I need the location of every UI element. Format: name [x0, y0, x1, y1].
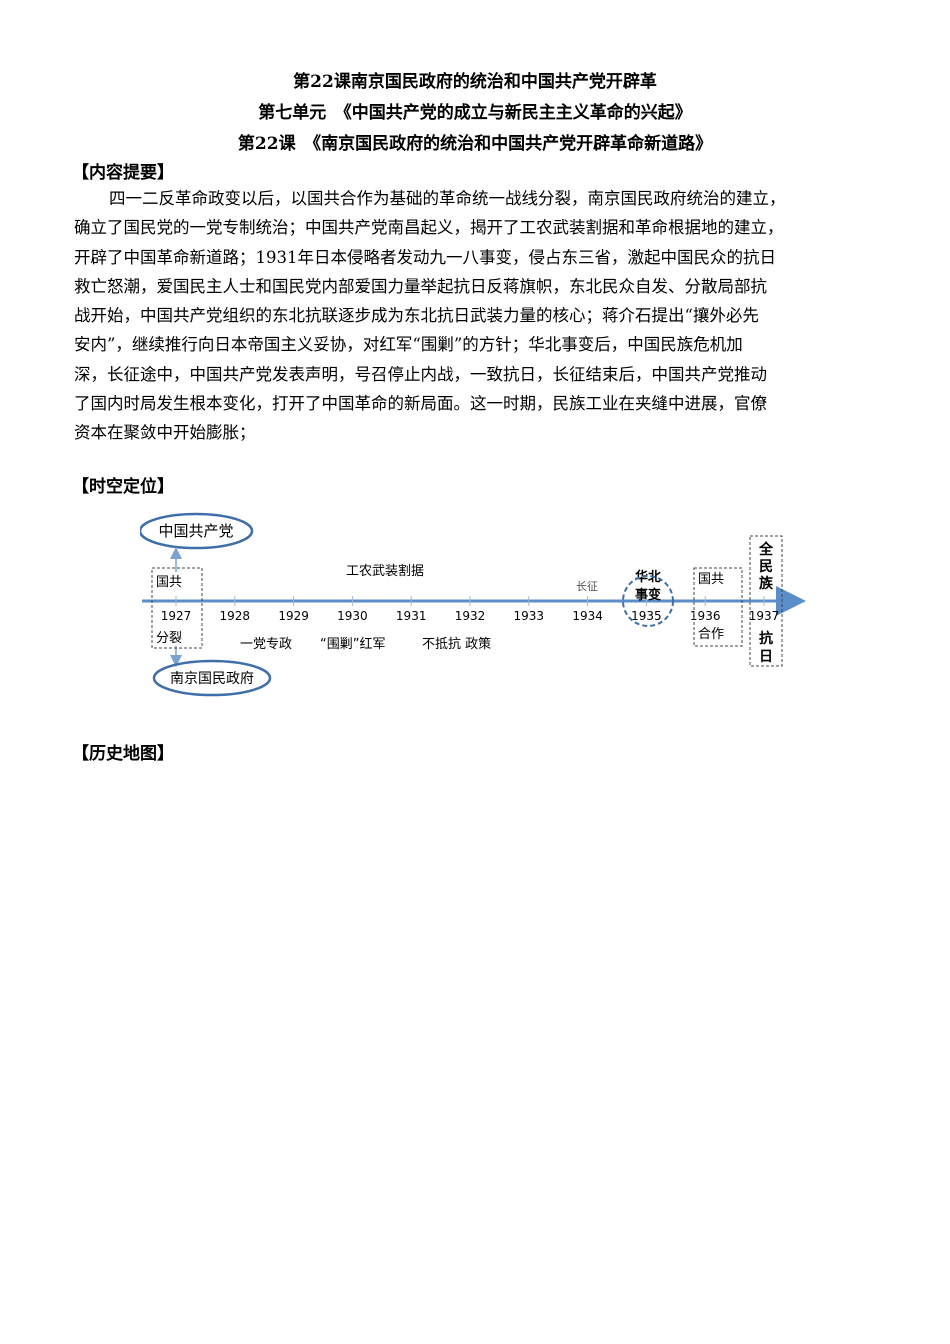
summary-line: 战开始，中国共产党组织的东北抗联逐步成为东北抗日武装力量的核心；蒋介石提出“攘外… [74, 306, 759, 326]
one-party-label: 一党专政 [240, 637, 292, 652]
summary-line: 深，长征途中，中国共产党发表声明，号召停止内战，一致抗日，长征结束后，中国共产党… [74, 364, 767, 384]
year-label: 1929 [278, 609, 309, 623]
unit-title: 第七单元 《中国共产党的成立与新民主主义革命的兴起》 [258, 103, 692, 123]
resist-char-2: 日 [759, 649, 773, 665]
timeline-diagram: 1927 1928 1929 1930 1931 1932 1933 1934 1935 1936… [140, 512, 806, 697]
north-china-top: 华北 [635, 569, 661, 585]
year-label: 1931 [396, 609, 427, 623]
summary-line: 开辟了中国革命新道路；1931年日本侵略者发动九一八事变，侵占东三省，激起中国民… [74, 247, 776, 267]
whole-nation-char-3: 族 [759, 575, 774, 592]
north-china-circle [622, 575, 674, 627]
summary-line: 安内”，继续推行向日本帝国主义妥协，对红军“围剿”的方针；华北事变后，中国民族危… [74, 335, 743, 355]
year-label: 1937 [749, 609, 780, 623]
year-label: 1934 [572, 609, 603, 623]
whole-nation-box [749, 535, 783, 667]
ccp-oval [140, 512, 254, 550]
year-ticks: 1927 1928 1929 1930 1931 1932 1933 1934 1935 1936… [161, 596, 780, 623]
split-box [151, 567, 203, 649]
summary-line: 四一二反革命政变以后，以国共合作为基础的革命统一战线分裂，南京国民政府统治的建立… [109, 189, 786, 208]
year-label: 1928 [220, 609, 251, 623]
whole-nation-char-1: 全 [758, 541, 774, 558]
non-resistance-label: 不抵抗 政策 [422, 636, 491, 652]
summary-line: 资本在聚敛中开始膨胀； [74, 423, 256, 443]
map-heading: 【历史地图】 [72, 744, 174, 764]
summary-paragraph: 四一二反革命政变以后，以国共合作为基础的革命统一战线分裂，南京国民政府统治的建立… [74, 184, 884, 448]
year-label: 1933 [514, 609, 545, 623]
resist-char-1: 抗 [759, 630, 773, 647]
year-label: 1935 [631, 609, 662, 623]
lesson-title: 第22课 《南京国民政府的统治和中国共产党开辟革命新道路》 [237, 134, 713, 154]
summary-heading: 【内容提要】 [72, 163, 174, 183]
year-label: 1932 [455, 609, 486, 623]
coop-top-label: 国共 [698, 572, 724, 587]
whole-nation-char-2: 民 [759, 559, 773, 575]
year-label: 1930 [337, 609, 368, 623]
timeline-heading: 【时空定位】 [72, 477, 174, 497]
nanjing-oval [152, 659, 272, 697]
ccp-label: 中国共产党 [158, 522, 233, 540]
armed-separatism-label: 工农武装割据 [346, 563, 424, 579]
split-bottom-label: 分裂 [156, 631, 182, 646]
summary-line: 救亡怒潮，爱国民主人士和国民党内部爱国力量举起抗日反蒋旗帜，东北民众自发、分散局… [74, 276, 767, 296]
year-label: 1936 [690, 609, 721, 623]
encirclement-label: “围剿”红军 [320, 636, 385, 652]
doc-title: 第22课南京国民政府的统治和中国共产党开辟革 [293, 72, 657, 92]
nanjing-label: 南京国民政府 [170, 671, 254, 687]
summary-line: 了国内时局发生根本变化，打开了中国革命的新局面。这一时期，民族工业在夹缝中进展，… [74, 394, 767, 414]
summary-line: 确立了国民党的一党专制统治；中国共产党南昌起义，揭开了工农武装割据和革命根据地的… [74, 218, 784, 238]
north-china-bottom: 事变 [635, 587, 661, 603]
split-top-label: 国共 [156, 575, 182, 590]
long-march-label: 长征 [576, 580, 598, 593]
year-label: 1927 [161, 609, 192, 623]
coop-bottom-label: 合作 [698, 627, 724, 642]
coop-box [693, 567, 743, 647]
